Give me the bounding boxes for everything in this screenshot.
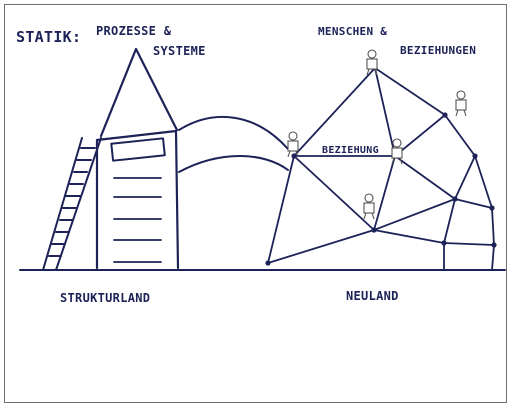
relationship-label: BEZIEHUNG bbox=[322, 145, 379, 156]
ladder-icon bbox=[42, 137, 102, 271]
processes-title-line1: PROZESSE & bbox=[96, 24, 172, 38]
relationship-network bbox=[267, 67, 495, 271]
people-title-line1: MENSCHEN & bbox=[318, 25, 387, 38]
statik-label: STATIK: bbox=[16, 28, 81, 46]
person-icon-top bbox=[366, 49, 378, 76]
person-icon-left bbox=[287, 131, 299, 158]
strukturland-label: STRUKTURLAND bbox=[60, 291, 150, 305]
person-icon-bottom bbox=[363, 193, 375, 220]
person-icon-right-top bbox=[455, 90, 467, 117]
person-icon-middle bbox=[391, 138, 403, 165]
bridge-icon bbox=[178, 115, 289, 173]
neuland-label: NEULAND bbox=[346, 289, 399, 303]
tower-structure-icon bbox=[95, 47, 180, 270]
diagram-frame bbox=[4, 4, 507, 403]
processes-title-line2: SYSTEME bbox=[153, 44, 206, 58]
people-title-line2: BEZIEHUNGEN bbox=[400, 44, 476, 57]
